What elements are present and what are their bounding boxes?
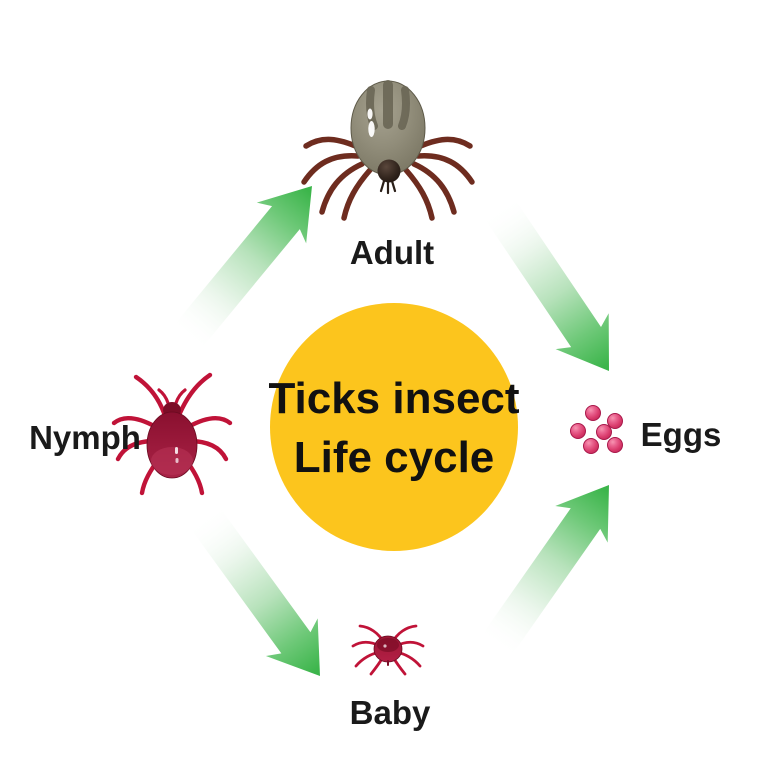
- adult-tick-icon: [301, 80, 475, 221]
- adult-highlight-2: [368, 121, 375, 137]
- nymph-highlight: [175, 447, 178, 454]
- nymph-tick-icon: [111, 372, 233, 496]
- egg: [607, 413, 623, 429]
- egg: [596, 424, 612, 440]
- egg: [585, 405, 601, 421]
- egg: [570, 423, 586, 439]
- nymph-palps: [157, 388, 187, 405]
- nymph-label: Nymph: [29, 419, 141, 456]
- egg: [583, 438, 599, 454]
- nymph-highlight-2: [175, 458, 179, 463]
- baby-highlight: [383, 644, 387, 648]
- baby-label: Baby: [350, 694, 431, 731]
- baby-tick-icon: [351, 624, 425, 676]
- center-circle: [270, 303, 518, 551]
- egg: [607, 437, 623, 453]
- diagram-title-line2: Life cycle: [294, 433, 495, 482]
- adult-head: [377, 159, 401, 183]
- adult-legs: [301, 136, 475, 221]
- adult-highlight: [367, 108, 373, 120]
- eggs-label: Eggs: [641, 416, 722, 453]
- baby-scutum: [377, 638, 399, 652]
- eggs-cluster-icon: [570, 405, 623, 454]
- diagram-title-line1: Ticks insect: [268, 374, 519, 423]
- nymph-belly-sheen: [151, 447, 193, 475]
- adult-label: Adult: [350, 234, 434, 271]
- adult-mouthparts: [379, 179, 397, 195]
